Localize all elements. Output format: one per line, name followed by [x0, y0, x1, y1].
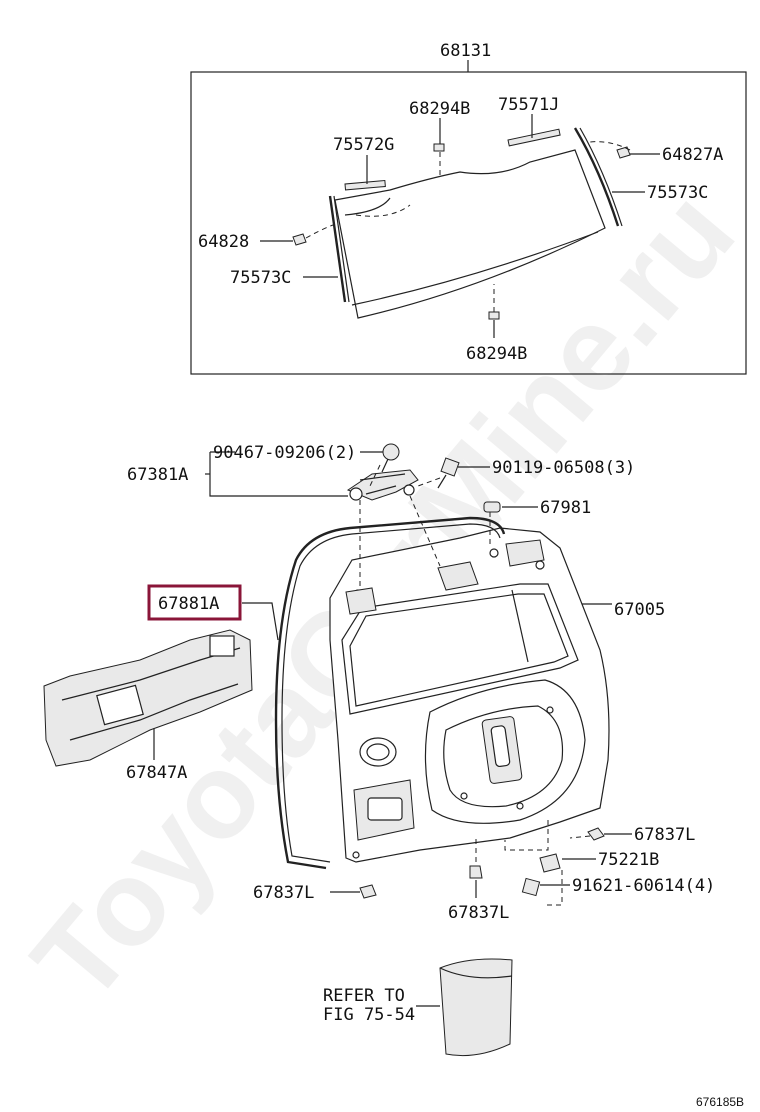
moulding-75571J[interactable]: [507, 128, 561, 147]
label-67005[interactable]: 67005: [614, 600, 665, 620]
label-75572G[interactable]: 75572G: [333, 135, 394, 155]
refer-note-line1: REFER TO: [323, 986, 405, 1006]
label-67837L-left[interactable]: 67837L: [253, 883, 314, 903]
moulding-right[interactable]: [573, 127, 620, 227]
clip-64828[interactable]: [292, 233, 307, 246]
bracket-75221B[interactable]: [539, 853, 561, 873]
spacer-68294B-top[interactable]: [433, 143, 445, 152]
bolt-90119[interactable]: [437, 457, 460, 489]
clip-67837L-bottom[interactable]: [469, 865, 483, 879]
label-75571J[interactable]: 75571J: [498, 95, 559, 115]
spacer-68294B-bottom[interactable]: [488, 311, 500, 320]
highlight-67881A: [147, 584, 242, 621]
clip-67837L-left[interactable]: [359, 884, 377, 899]
label-75221B[interactable]: 75221B: [598, 850, 659, 870]
label-67837L-right[interactable]: 67837L: [634, 825, 695, 845]
label-67847A[interactable]: 67847A: [126, 763, 187, 783]
bolt-90467[interactable]: [381, 443, 400, 473]
label-75573C-left[interactable]: 75573C: [230, 268, 291, 288]
label-90467[interactable]: 90467-09206(2): [213, 443, 356, 463]
bolt-91621[interactable]: [521, 877, 541, 897]
moulding-75572G[interactable]: [344, 179, 386, 191]
label-75573C-right[interactable]: 75573C: [647, 183, 708, 203]
back-window-glass[interactable]: [334, 149, 606, 319]
label-64828[interactable]: 64828: [198, 232, 249, 252]
label-67881A[interactable]: 67881A: [158, 594, 219, 614]
diagram-code: 676185B: [696, 1095, 744, 1109]
label-91621[interactable]: 91621-60614(4): [572, 876, 715, 896]
spare-tire-cover[interactable]: [439, 958, 513, 1057]
label-67381A[interactable]: 67381A: [127, 465, 188, 485]
moulding-left[interactable]: [328, 195, 347, 303]
hinge-67381A[interactable]: [346, 469, 419, 501]
label-64827A[interactable]: 64827A: [662, 145, 723, 165]
label-67981[interactable]: 67981: [540, 498, 591, 518]
label-90119[interactable]: 90119-06508(3): [492, 458, 635, 478]
stopper-67981[interactable]: [483, 501, 501, 513]
refer-note-line2[interactable]: FIG 75-54: [323, 1005, 415, 1025]
clip-67837L-right[interactable]: [587, 827, 605, 841]
weatherstrip-67881A[interactable]: [274, 516, 506, 870]
label-67837L-bottom[interactable]: 67837L: [448, 903, 509, 923]
clip-64827A[interactable]: [616, 146, 631, 159]
label-68294B-bottom[interactable]: 68294B: [466, 344, 527, 364]
label-68294B-top[interactable]: 68294B: [409, 99, 470, 119]
label-68131[interactable]: 68131: [440, 41, 491, 61]
